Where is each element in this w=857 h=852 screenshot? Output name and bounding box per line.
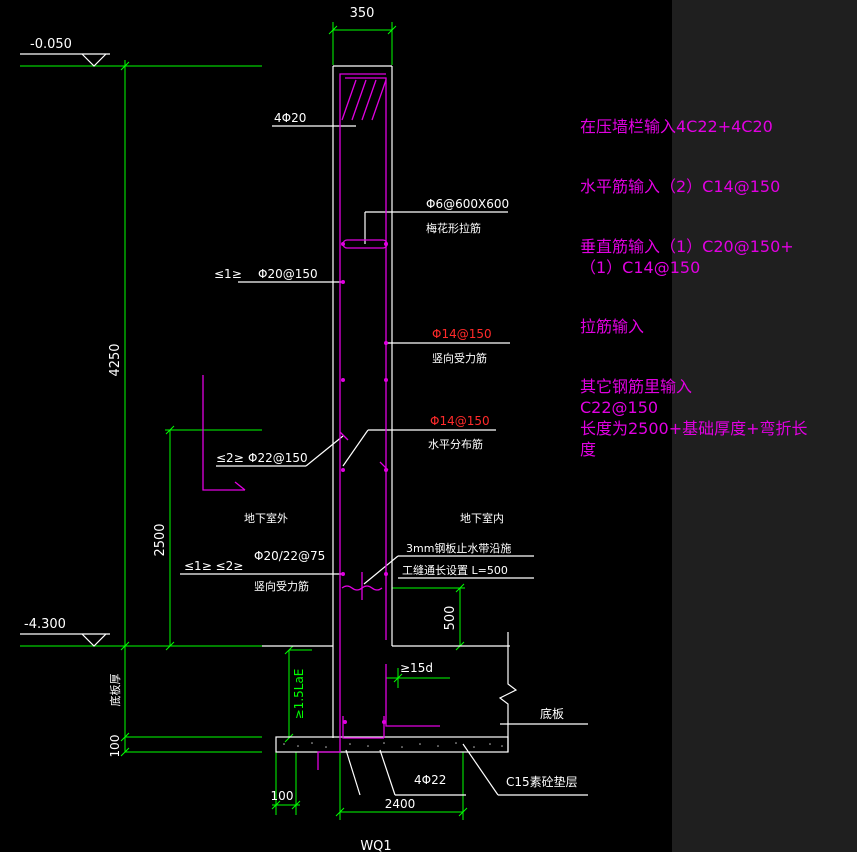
- outside-label: 地下室外: [244, 511, 288, 525]
- inside-label: 地下室内: [460, 511, 504, 525]
- elevation-bottom: -4.300: [24, 617, 66, 632]
- instruction-notes: 在压墙栏输入4C22+4C20 水平筋输入（2）C14@150 垂直筋输入（1）…: [580, 117, 808, 459]
- note-3: 垂直筋输入（1）C20@150+: [580, 237, 794, 256]
- outer-v-spec: Φ20/22@75: [254, 549, 325, 563]
- inner-h-name: 水平分布筋: [428, 437, 483, 451]
- inner-h-spec: Φ14@150: [430, 414, 490, 428]
- dim-foot-100: 100: [271, 789, 294, 803]
- right-panel: [672, 0, 857, 852]
- bottom-bars-label: 4Φ22: [414, 773, 446, 787]
- dim-total-height: 4250: [108, 343, 123, 376]
- slab-label: 底板: [540, 706, 564, 721]
- outer-v-name: 竖向受力筋: [254, 579, 309, 593]
- note-4: （1）C14@150: [580, 258, 700, 277]
- concrete-outline: [20, 53, 588, 796]
- note-6: 其它钢筋里输入: [580, 377, 692, 396]
- outer-h-spec: Φ20@150: [258, 267, 318, 281]
- note-2: 水平筋输入（2）C14@150: [580, 177, 780, 196]
- tie-name-label: 梅花形拉筋: [426, 221, 481, 235]
- anchor-length-label: ≥1.5LaE: [292, 669, 306, 720]
- top-bars-label: 4Φ20: [274, 111, 306, 125]
- cushion-hatch: [283, 742, 503, 748]
- dim-lower-height: 2500: [153, 523, 168, 556]
- dim-base-100: 100: [108, 735, 122, 758]
- dimension-lines: [20, 22, 468, 820]
- outer-v2-tag: ≤2≥: [216, 451, 244, 465]
- dim-top-width: 350: [350, 6, 375, 21]
- note-8: 长度为2500+基础厚度+弯折长: [580, 419, 808, 438]
- elevation-top: -0.050: [30, 37, 72, 52]
- waterstop-line1: 3mm钢板止水带沿施: [406, 541, 511, 555]
- dim-500: 500: [443, 606, 458, 631]
- tie-spec-label: Φ6@600X600: [426, 197, 509, 211]
- inner-v-spec: Φ14@150: [432, 327, 492, 341]
- note-7: C22@150: [580, 398, 658, 417]
- dim-foot-width: 2400: [385, 797, 416, 811]
- rebar-dots: [341, 242, 388, 724]
- outer-h-tag: ≤1≥: [214, 267, 242, 281]
- inner-v-name: 竖向受力筋: [432, 351, 487, 365]
- bend-length-label: ≥15d: [400, 661, 433, 675]
- outer-v2-spec: Φ22@150: [248, 451, 308, 465]
- note-9: 度: [580, 440, 596, 459]
- waterstop-line2: 工缝通长设置 L=500: [402, 563, 508, 577]
- outer-v-tag: ≤1≥ ≤2≥: [184, 559, 243, 573]
- note-1: 在压墙栏输入4C22+4C20: [580, 117, 773, 136]
- note-5: 拉筋输入: [580, 317, 644, 336]
- cushion-label: C15素砼垫层: [506, 774, 578, 789]
- base-thickness-label: 底板厚: [108, 674, 122, 707]
- rebar: [202, 73, 440, 770]
- wall-id-label: WQ1: [360, 839, 391, 852]
